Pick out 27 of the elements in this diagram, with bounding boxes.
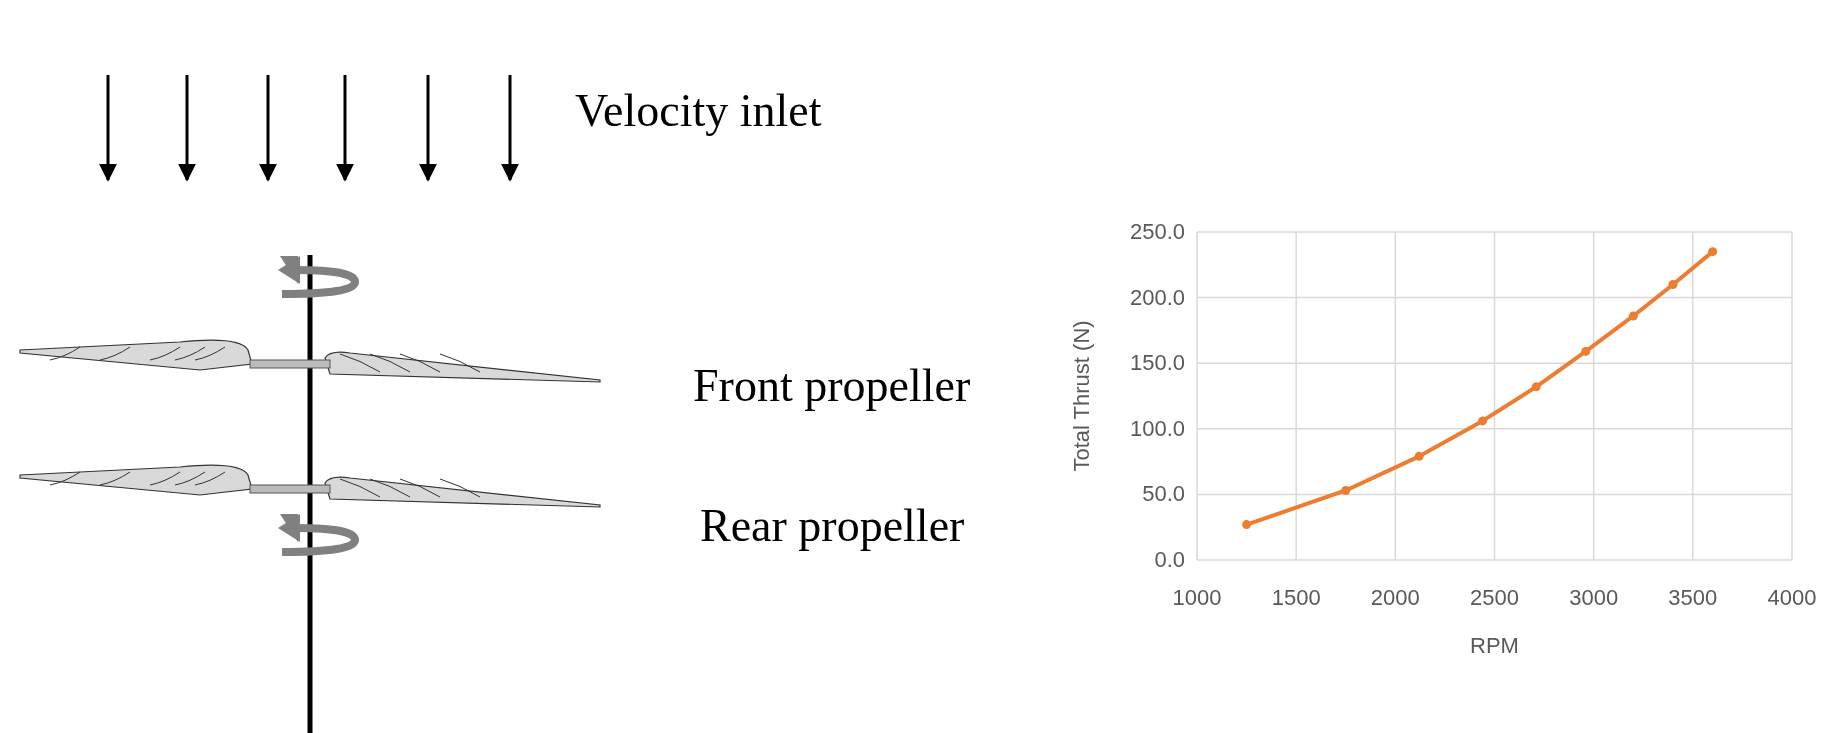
part-label: Front propeller xyxy=(693,358,971,412)
point xyxy=(1628,311,1638,321)
tick-label: 2500 xyxy=(1470,585,1519,611)
tick-label: 2000 xyxy=(1370,585,1420,611)
part-label: Rear propeller xyxy=(700,498,965,552)
point xyxy=(1531,382,1541,392)
tick-label: 100.0 xyxy=(1129,415,1185,442)
tick-label: 1000 xyxy=(1172,585,1222,611)
tick-label: 4000 xyxy=(1767,585,1817,611)
point xyxy=(1668,279,1678,289)
axis-title: RPM xyxy=(1470,633,1519,659)
tick-label: 50.0 xyxy=(1142,481,1185,508)
tick-label: 0.0 xyxy=(1154,547,1185,573)
point xyxy=(1478,416,1488,426)
point xyxy=(1708,247,1718,257)
tick-label: 3500 xyxy=(1668,585,1718,611)
point xyxy=(1414,451,1424,461)
point xyxy=(1242,520,1252,530)
tick-label: 250.0 xyxy=(1129,219,1185,245)
axis-title: Total Thrust (N) xyxy=(1069,320,1095,472)
point xyxy=(1341,485,1351,495)
part-label: Velocity inlet xyxy=(575,83,822,137)
tick-label: 1500 xyxy=(1271,585,1321,611)
tick-label: 3000 xyxy=(1569,585,1619,611)
point xyxy=(1581,346,1591,356)
tick-label: 200.0 xyxy=(1129,284,1185,311)
tick-label: 150.0 xyxy=(1129,350,1185,377)
